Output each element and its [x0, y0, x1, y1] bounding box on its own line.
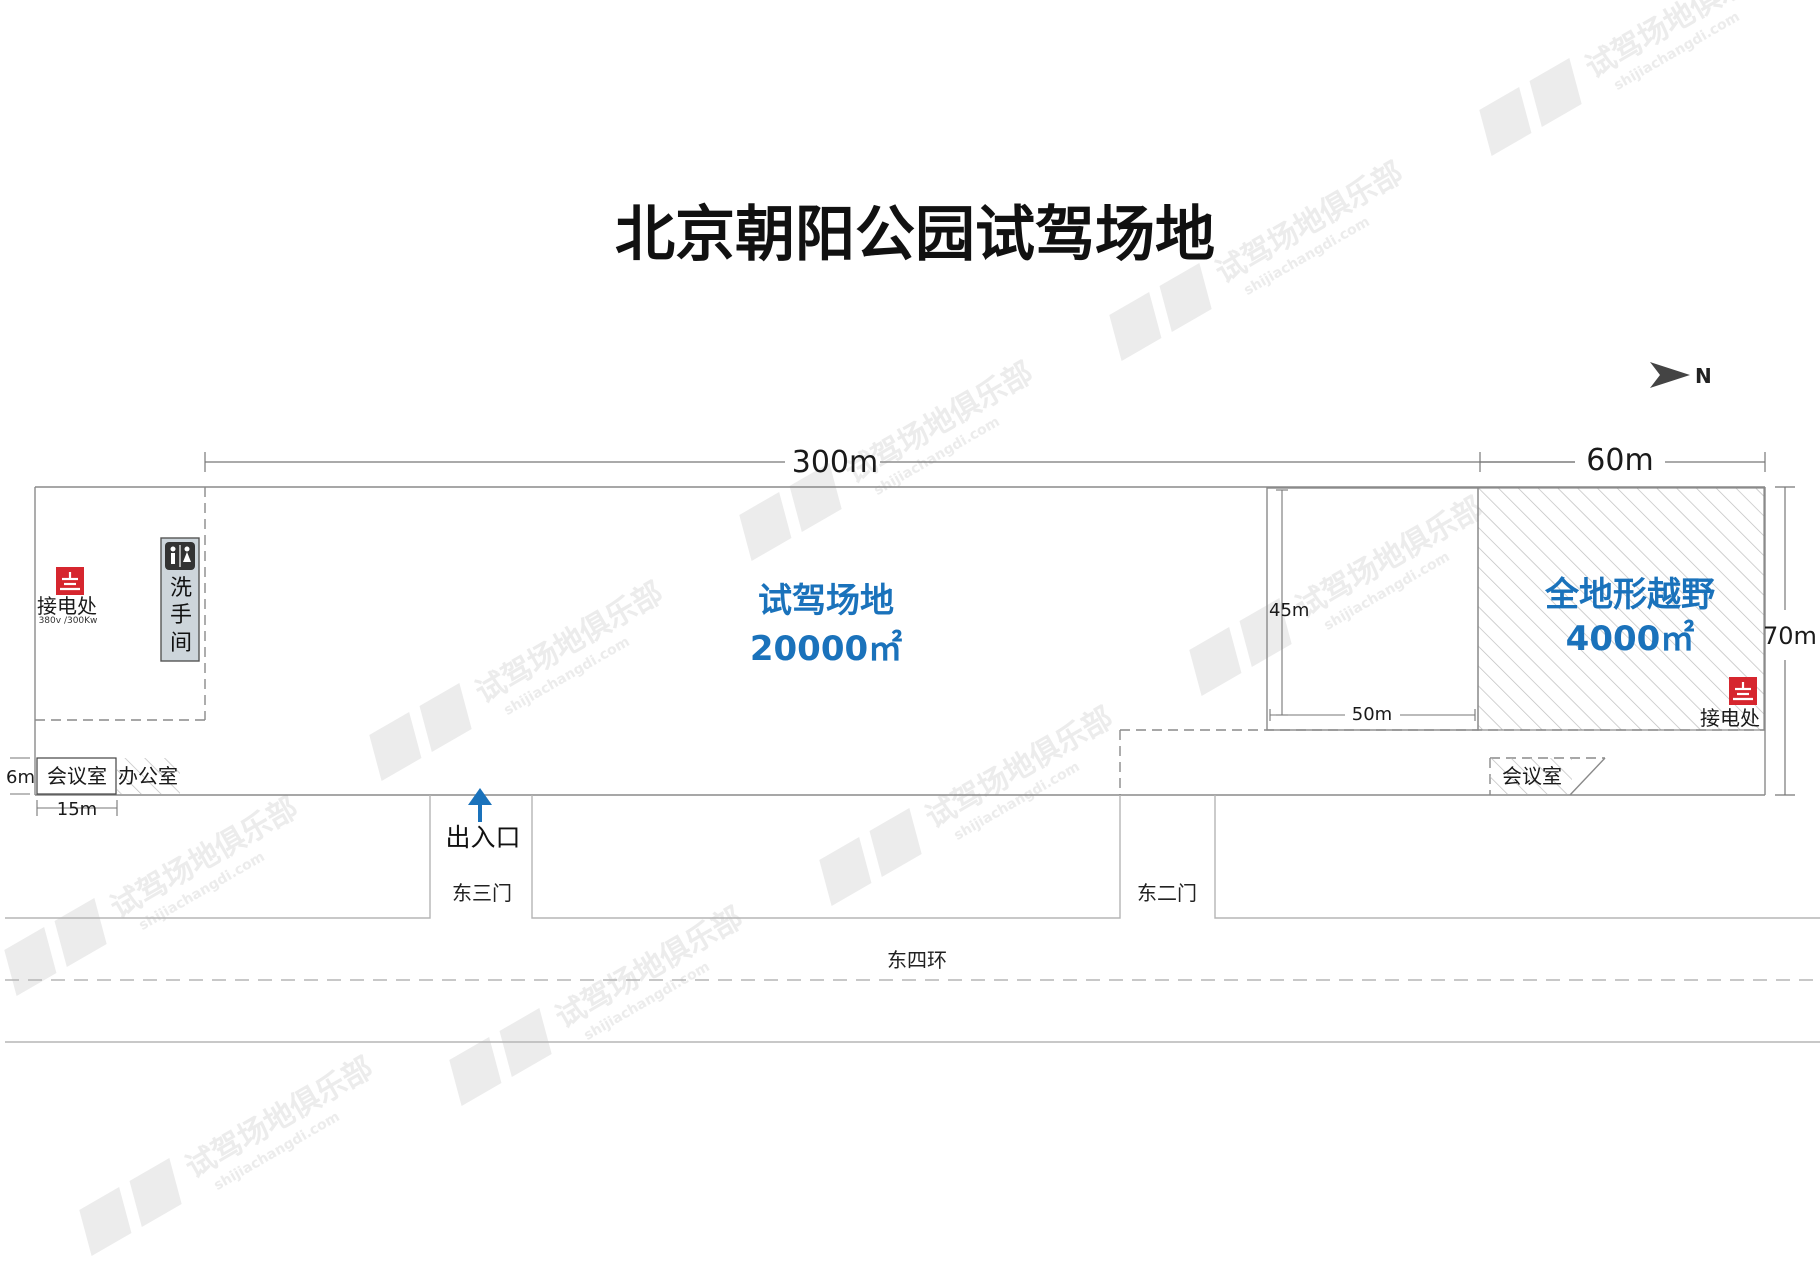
meeting-room-west: [36, 757, 117, 795]
gate-east2-label: 东二门: [1137, 881, 1197, 905]
restroom-char: 手: [170, 603, 192, 628]
compass-label: N: [1695, 364, 1712, 388]
inner-zone: [1266, 487, 1479, 731]
site-outline: [34, 486, 1766, 796]
watermark-brand: 试驾场地俱乐部: [1210, 155, 1409, 290]
top-dimension-line: [204, 452, 1766, 472]
dim-room-width: 15m: [57, 799, 97, 820]
east-dashed-boundary: [1119, 729, 1765, 795]
meeting-room-east-label: 会议室: [1502, 764, 1562, 788]
dim-offroad-length: 60m: [1586, 443, 1653, 478]
power-icon: [1729, 677, 1757, 705]
watermark: 试驾场地俱乐部 shijiachangdi.com: [4, 790, 304, 996]
watermark: 试驾场地俱乐部 shijiachangdi.com: [739, 355, 1039, 561]
office: [117, 758, 180, 794]
power-point-east: 接电处: [1700, 677, 1760, 730]
right-dimension-line: [1775, 486, 1795, 796]
office-label: 办公室: [118, 764, 178, 788]
meeting-room-west-label: 会议室: [47, 764, 107, 788]
watermark: 试驾场地俱乐部 shijiachangdi.com: [79, 1050, 379, 1256]
power-west-label: 接电处: [37, 594, 97, 618]
watermark-brand: 试驾场地俱乐部: [470, 575, 669, 710]
test-drive-area-name: 试驾场地: [758, 581, 894, 621]
watermark: 试驾场地俱乐部 shijiachangdi.com: [1189, 490, 1489, 696]
power-icon: [56, 567, 84, 595]
compass: N: [1650, 362, 1712, 388]
watermark-brand: 试驾场地俱乐部: [1290, 490, 1489, 625]
road-label: 东四环: [887, 948, 947, 972]
restroom-char: 间: [170, 631, 192, 656]
watermark: 试驾场地俱乐部 shijiachangdi.com: [449, 900, 749, 1106]
road-outline: [5, 795, 1820, 1043]
offroad-area-name: 全地形越野: [1544, 575, 1715, 615]
page-title: 北京朝阳公园试驾场地: [615, 200, 1215, 270]
west-dashed-boundary: [35, 487, 206, 721]
arrow-up-icon: [468, 788, 492, 805]
entrance: 出入口: [445, 788, 521, 852]
dim-inner-height: 45m: [1269, 600, 1309, 621]
power-east-label: 接电处: [1700, 706, 1760, 730]
dim-inner-width: 50m: [1352, 704, 1392, 725]
inner-dimension-lines: [1269, 489, 1476, 721]
watermark: 试驾场地俱乐部 shijiachangdi.com: [1479, 0, 1779, 156]
gate-east3-label: 东三门: [452, 881, 512, 905]
dim-main-length: 300m: [792, 445, 878, 480]
offroad-area: [1477, 487, 1765, 731]
restroom-char: 洗: [170, 576, 192, 601]
entrance-label: 出入口: [445, 823, 520, 852]
watermark-brand: 试驾场地俱乐部: [920, 700, 1119, 835]
power-west-spec: 380v /300Kw: [39, 616, 98, 626]
test-drive-area-size: 20000㎡: [750, 629, 902, 669]
power-point-west: 接电处 380v /300Kw: [37, 567, 97, 626]
dim-site-depth: 70m: [1763, 622, 1817, 650]
north-arrow-icon: [1650, 362, 1690, 388]
dim-room-depth: 6m: [6, 767, 35, 788]
east-diagonal-wall: [1569, 757, 1606, 796]
watermark: 试驾场地俱乐部 shijiachangdi.com: [819, 700, 1119, 906]
meeting-room-east: [1490, 758, 1572, 794]
watermark: 试驾场地俱乐部 shijiachangdi.com: [369, 575, 669, 781]
watermark-brand: 试驾场地俱乐部: [105, 790, 304, 925]
room-dimension-lines: [10, 757, 118, 816]
offroad-area-size: 4000㎡: [1566, 619, 1695, 659]
watermark-brand: 试驾场地俱乐部: [180, 1050, 379, 1185]
watermark-brand: 试驾场地俱乐部: [550, 900, 749, 1035]
restroom: 洗 手 间: [160, 537, 200, 662]
